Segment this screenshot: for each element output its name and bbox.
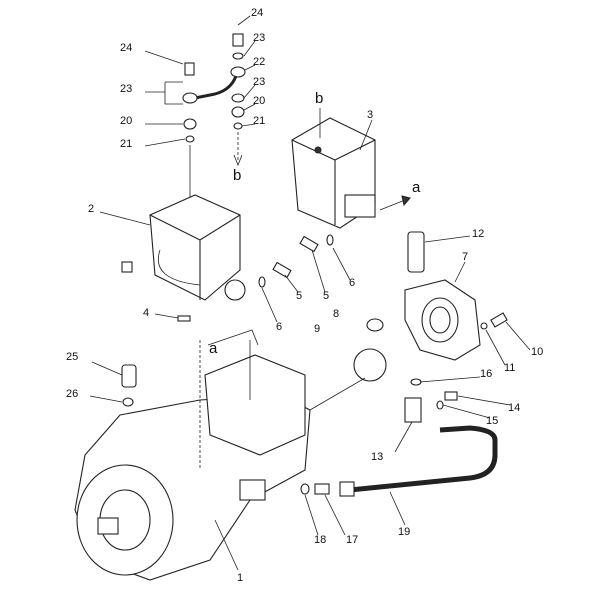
part-label-11: 11 xyxy=(504,362,516,374)
part-label-23: 23 xyxy=(120,83,133,95)
hose-and-fittings xyxy=(300,391,511,536)
part-label-22: 22 xyxy=(253,56,266,68)
arrow-label-a: a xyxy=(209,340,218,357)
part-label-18: 18 xyxy=(314,534,327,546)
part-label-24: 24 xyxy=(120,42,133,54)
part-label-25: 25 xyxy=(66,351,79,363)
top-fitting-stack xyxy=(144,15,256,200)
part-label-9: 9 xyxy=(314,323,321,335)
part-label-12: 12 xyxy=(472,228,485,240)
part-label-10: 10 xyxy=(531,346,544,358)
part-label-21: 21 xyxy=(120,138,133,150)
flange-block-7 xyxy=(353,261,531,386)
part-label-23: 23 xyxy=(253,76,266,88)
part-label-4: 4 xyxy=(143,307,150,319)
part-label-3: 3 xyxy=(367,109,374,121)
valve-assembly-2 xyxy=(99,194,246,301)
part-label-13: 13 xyxy=(371,451,384,463)
part-label-20: 20 xyxy=(253,95,266,107)
valve-assembly-3 xyxy=(291,108,411,229)
arrow-label-b: b xyxy=(315,90,324,107)
part-label-6: 6 xyxy=(349,277,356,289)
part-label-17: 17 xyxy=(346,534,359,546)
arrow-label-a: a xyxy=(412,179,421,196)
part-label-14: 14 xyxy=(508,402,521,414)
part-label-2: 2 xyxy=(88,203,95,215)
part-label-26: 26 xyxy=(66,388,79,400)
part-label-5: 5 xyxy=(323,290,330,302)
main-pump-1 xyxy=(74,313,366,581)
part-label-1: 1 xyxy=(237,572,244,584)
part-label-8: 8 xyxy=(333,308,340,320)
part-label-6: 6 xyxy=(276,321,283,333)
part-label-5: 5 xyxy=(296,290,303,302)
part-label-7: 7 xyxy=(462,251,469,263)
part-label-19: 19 xyxy=(398,526,411,538)
part-label-20: 20 xyxy=(120,115,133,127)
part-label-21: 21 xyxy=(253,115,266,127)
part-label-23: 23 xyxy=(253,32,266,44)
part-label-16: 16 xyxy=(480,368,493,380)
part-label-15: 15 xyxy=(486,415,499,427)
part-label-24: 24 xyxy=(251,7,264,19)
arrow-label-b: b xyxy=(233,167,242,184)
fittings xyxy=(258,231,471,323)
